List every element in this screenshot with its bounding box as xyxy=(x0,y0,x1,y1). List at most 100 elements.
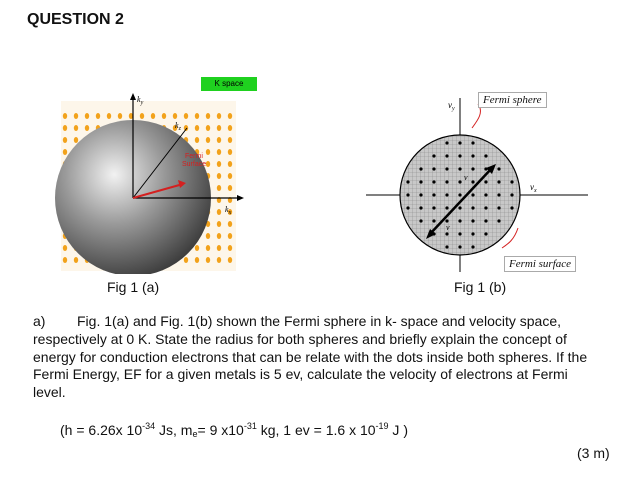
kspace-dot xyxy=(216,245,222,251)
velocity-dot-lattice xyxy=(406,141,514,249)
kspace-dot xyxy=(205,113,211,119)
velocity-dot xyxy=(419,219,423,223)
velocity-dot xyxy=(445,154,449,158)
figure-b-velocity-space: vy vx v v xyxy=(366,98,588,272)
fermi-sphere-label: Fermi sphere xyxy=(478,92,547,108)
kspace-dot xyxy=(172,125,178,131)
kspace-dot xyxy=(205,137,211,143)
figure-b-caption: Fig 1 (b) xyxy=(454,279,507,295)
velocity-dot xyxy=(471,180,475,184)
velocity-dot xyxy=(471,206,475,210)
velocity-dot xyxy=(484,219,488,223)
figure-a-caption: Fig 1 (a) xyxy=(107,279,160,295)
kspace-dot xyxy=(205,149,211,155)
velocity-dot xyxy=(471,167,475,171)
velocity-dot xyxy=(419,193,423,197)
velocity-dot xyxy=(445,193,449,197)
kspace-dot xyxy=(73,113,79,119)
velocity-dot xyxy=(497,193,501,197)
const-h-exp: -34 xyxy=(142,421,156,431)
velocity-dot xyxy=(458,154,462,158)
kspace-dot xyxy=(172,113,178,119)
fermi-label-line1: Fermi xyxy=(185,153,203,160)
velocity-dot xyxy=(458,245,462,249)
velocity-dot xyxy=(497,219,501,223)
kspace-dot xyxy=(216,173,222,179)
kspace-dot xyxy=(227,209,233,215)
kspace-dot xyxy=(62,257,68,263)
kspace-dot xyxy=(205,125,211,131)
kspace-dot xyxy=(216,149,222,155)
question-part-a: a)Fig. 1(a) and Fig. 1(b) shown the Ferm… xyxy=(33,313,595,402)
velocity-dot xyxy=(471,154,475,158)
kspace-dot xyxy=(227,137,233,143)
kspace-dot xyxy=(84,125,90,131)
velocity-dot xyxy=(445,180,449,184)
part-a-text: Fig. 1(a) and Fig. 1(b) shown the Fermi … xyxy=(33,313,588,401)
velocity-dot xyxy=(432,219,436,223)
kspace-dot xyxy=(216,137,222,143)
kspace-dot xyxy=(216,209,222,215)
kspace-dot xyxy=(227,185,233,191)
kspace-dot xyxy=(194,125,200,131)
velocity-dot xyxy=(406,193,410,197)
velocity-dot xyxy=(458,167,462,171)
velocity-dot xyxy=(471,193,475,197)
fermi-label-line2: Surface xyxy=(182,161,206,168)
velocity-dot xyxy=(510,193,514,197)
velocity-dot xyxy=(432,206,436,210)
const-close: J ) xyxy=(388,422,408,438)
const-me: = 9 x10 xyxy=(197,422,244,438)
kspace-dot xyxy=(227,113,233,119)
kspace-dot xyxy=(73,125,79,131)
kspace-dot xyxy=(183,113,189,119)
fermi-surface-label: Fermi surface xyxy=(504,256,577,272)
velocity-dot xyxy=(458,141,462,145)
ky-label: ky xyxy=(137,95,144,106)
ky-arrowhead xyxy=(130,93,136,100)
velocity-dot xyxy=(484,232,488,236)
vf-label: v xyxy=(464,173,468,182)
kspace-dot xyxy=(84,113,90,119)
velocity-dot xyxy=(484,154,488,158)
velocity-dot xyxy=(432,180,436,184)
velocity-dot xyxy=(445,245,449,249)
velocity-dot xyxy=(497,180,501,184)
kspace-dot xyxy=(227,221,233,227)
vy-label: vy xyxy=(448,100,455,112)
vx-label: vx xyxy=(530,182,537,194)
question-title: QUESTION 2 xyxy=(27,11,124,28)
const-h-unit: Js, m xyxy=(155,422,193,438)
kspace-dot xyxy=(117,113,123,119)
kx-label: kx xyxy=(225,205,232,216)
velocity-dot xyxy=(458,206,462,210)
kspace-dot xyxy=(128,113,134,119)
velocity-dot xyxy=(432,193,436,197)
vf-tail-arrowhead xyxy=(426,229,436,239)
const-me-exp: -31 xyxy=(243,421,257,431)
kspace-dot xyxy=(216,125,222,131)
vf-radius-arrow xyxy=(429,167,493,235)
kspace-dot xyxy=(227,149,233,155)
velocity-dot xyxy=(458,180,462,184)
velocity-dot xyxy=(484,206,488,210)
kspace-dot xyxy=(95,113,101,119)
velocity-dot xyxy=(445,206,449,210)
velocity-dot xyxy=(445,219,449,223)
velocity-dot xyxy=(510,206,514,210)
v-label: v xyxy=(446,223,450,232)
kspace-dot xyxy=(216,233,222,239)
figure-a-kspace: ky kz kx Fermi Surface xyxy=(55,93,244,274)
velocity-dot xyxy=(497,167,501,171)
velocity-dot xyxy=(445,167,449,171)
kz-axis xyxy=(132,127,188,199)
kspace-dot xyxy=(216,221,222,227)
velocity-dot xyxy=(497,206,501,210)
velocity-dot xyxy=(458,219,462,223)
kspace-dot xyxy=(139,113,145,119)
kspace-dot xyxy=(62,245,68,251)
const-me-sub: e xyxy=(192,429,198,439)
velocity-dot xyxy=(406,206,410,210)
kspace-dot xyxy=(62,149,68,155)
kspace-dot xyxy=(183,257,189,263)
